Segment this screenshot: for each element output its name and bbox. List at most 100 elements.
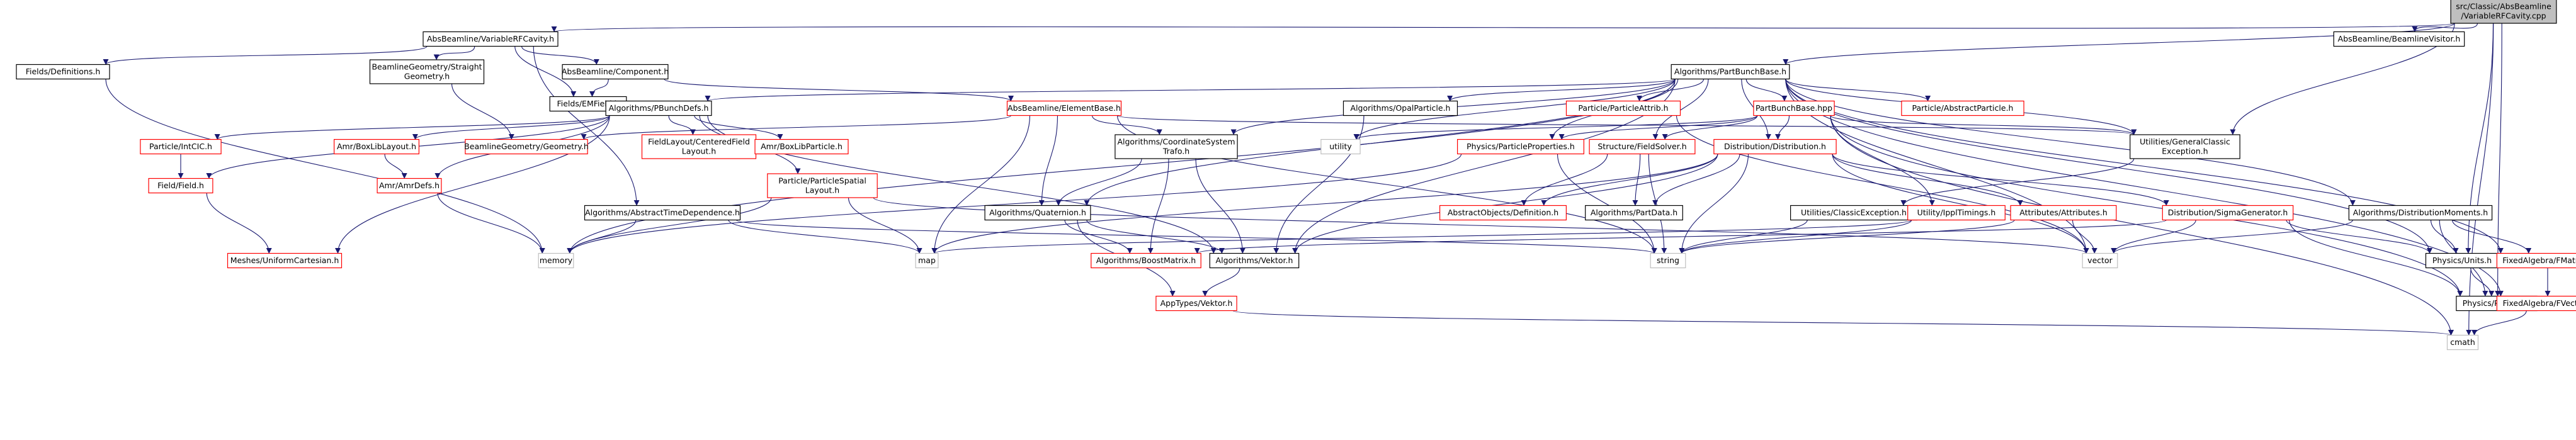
dependency-edge [1038,115,1058,206]
node-elembase[interactable]: AbsBeamline/ElementBase.h [1006,100,1122,116]
node-label: Algorithms/PartBunchBase.h [1674,67,1786,76]
node-absvrf[interactable]: AbsBeamline/VariableRFCavity.h [423,31,559,47]
node-box [1713,138,1837,155]
node-box [16,64,110,80]
node-attributes[interactable]: Attributes/Attributes.h [2010,205,2117,221]
dependency-edge [2466,23,2494,336]
dependency-edge [668,115,696,135]
edge-distrib-to-partdata [1652,154,1740,206]
node-box [1342,100,1458,116]
node-abspart[interactable]: Particle/AbstractParticle.h [1901,100,2024,116]
dependency-edge [1648,154,1667,254]
dependency-edge [848,197,922,254]
edge-coordsys-to-vektor [1195,158,1245,254]
dependency-edge [437,193,545,254]
node-physunits[interactable]: Physics/Units.h [2425,252,2499,269]
dependency-edge [384,154,407,179]
node-label: Geometry.h [404,72,450,81]
node-abstimedep[interactable]: Algorithms/AbstractTimeDependence.h [584,205,741,221]
node-box [1589,138,1696,155]
dependency-edge [694,115,783,140]
node-algpbb[interactable]: Algorithms/PartBunchBase.h [1671,64,1790,80]
node-box [227,252,343,269]
node-label: map [918,256,936,265]
node-box [1585,205,1683,221]
node-box [2162,205,2294,221]
node-bggeom[interactable]: BeamlineGeometry/Geometry.h [464,138,589,155]
node-label: AbsBeamline/Component.h [562,67,669,76]
edge-root-to-absvis [2412,23,2478,32]
node-boostmatrix[interactable]: Algorithms/BoostMatrix.h [1091,252,1201,269]
node-fielddef[interactable]: Fields/Definitions.h [16,64,110,80]
node-distmoments[interactable]: Algorithms/DistributionMoments.h [2348,205,2493,221]
node-label: Algorithms/BoostMatrix.h [1096,256,1196,265]
edge-quaternion-to-boostmatrix [1064,220,1133,254]
node-fvector[interactable]: FixedAlgebra/FVector.h [2496,295,2576,312]
dependency-edge [1832,154,2023,206]
node-opalpart[interactable]: Algorithms/OpalParticle.h [1342,100,1458,116]
node-pbbhpp[interactable]: PartBunchBase.hpp [1753,100,1835,116]
dependency-edge [2289,220,2463,296]
node-ippltimings[interactable]: Utility/IpplTimings.h [1907,205,2006,221]
dependency-edge [2072,220,2097,254]
edge-pbbhpp-to-cmath [1830,115,2454,336]
node-root[interactable]: src/Classic/AbsBeamline/VariableRFCavity… [2450,0,2557,24]
edge-algpbb-to-fvector [1785,79,2504,296]
dependency-edge [1652,79,1709,140]
edge-algpbb-to-utility [1353,79,1676,140]
node-label: FieldLayout/CenteredField [648,137,750,147]
node-box [2348,205,2493,221]
node-absobj[interactable]: AbstractObjects/Definition.h [1439,205,1567,221]
edge-vektor-to-apptypes [1202,268,1240,296]
dependency-edge [412,115,610,140]
node-fmatrix[interactable]: FixedAlgebra/FMatrix.h [2496,252,2576,269]
edge-opalpart-to-vektor [1273,115,1365,254]
dependency-edge [1055,158,1142,206]
node-label: Field/Field.h [157,181,204,190]
node-label: Physics/Units.h [2432,256,2492,265]
node-boxlibpart[interactable]: Amr/BoxLibParticle.h [754,138,849,155]
node-meshes[interactable]: Meshes/UniformCartesian.h [227,252,343,269]
node-boxlib[interactable]: Amr/BoxLibLayout.h [333,138,419,155]
node-label: Utility/IpplTimings.h [1917,208,1996,217]
node-vektor[interactable]: Algorithms/Vektor.h [1209,252,1300,269]
node-partattrib[interactable]: Particle/ParticleAttrib.h [1565,100,1681,116]
node-box [2496,295,2576,312]
node-map: map [915,252,939,269]
node-fieldfield[interactable]: Field/Field.h [148,178,213,194]
node-apptypes[interactable]: AppTypes/Vektor.h [1155,295,1237,312]
node-distrib[interactable]: Distribution/Distribution.h [1713,138,1837,155]
node-partdata[interactable]: Algorithms/PartData.h [1585,205,1683,221]
node-amrdefs[interactable]: Amr/AmrDefs.h [377,178,442,194]
node-label: Structure/FieldSolver.h [1597,142,1686,151]
node-label: Attributes/Attributes.h [2019,208,2108,217]
node-string: string [1650,252,1686,269]
node-box [333,138,419,155]
edge-quaternion-to-vektor [1086,220,1225,254]
node-box [584,205,741,221]
node-absvis[interactable]: AbsBeamline/BeamlineVisitor.h [2333,31,2465,47]
node-sigmagen[interactable]: Distribution/SigmaGenerator.h [2162,205,2294,221]
node-partintcic[interactable]: Particle/IntCIC.h [140,138,222,155]
dependency-edge [1292,154,1718,254]
node-pbdefs[interactable]: Algorithms/PBunchDefs.h [605,100,712,116]
node-sfsolver[interactable]: Structure/FieldSolver.h [1589,138,1696,155]
dependency-edge [1652,154,1740,206]
node-box [767,173,878,198]
dependency-edge [1232,310,2454,336]
node-classexc[interactable]: Utilities/ClassicException.h [1790,205,1918,221]
node-quaternion[interactable]: Algorithms/Quaternion.h [984,205,1091,221]
edge-distrib-to-map [931,154,1718,254]
node-label: FixedAlgebra/FMatrix.h [2502,256,2576,265]
node-physprops[interactable]: Physics/ParticleProperties.h [1457,138,1585,155]
edge-pbbhpp-to-sfsolver [1662,115,1758,140]
node-label: string [1657,256,1679,265]
dependency-edge [1147,158,1169,254]
nodes-layer: src/Classic/AbsBeamline/VariableRFCavity… [16,0,2576,351]
node-abscomp[interactable]: AbsBeamline/Component.h [562,64,669,80]
